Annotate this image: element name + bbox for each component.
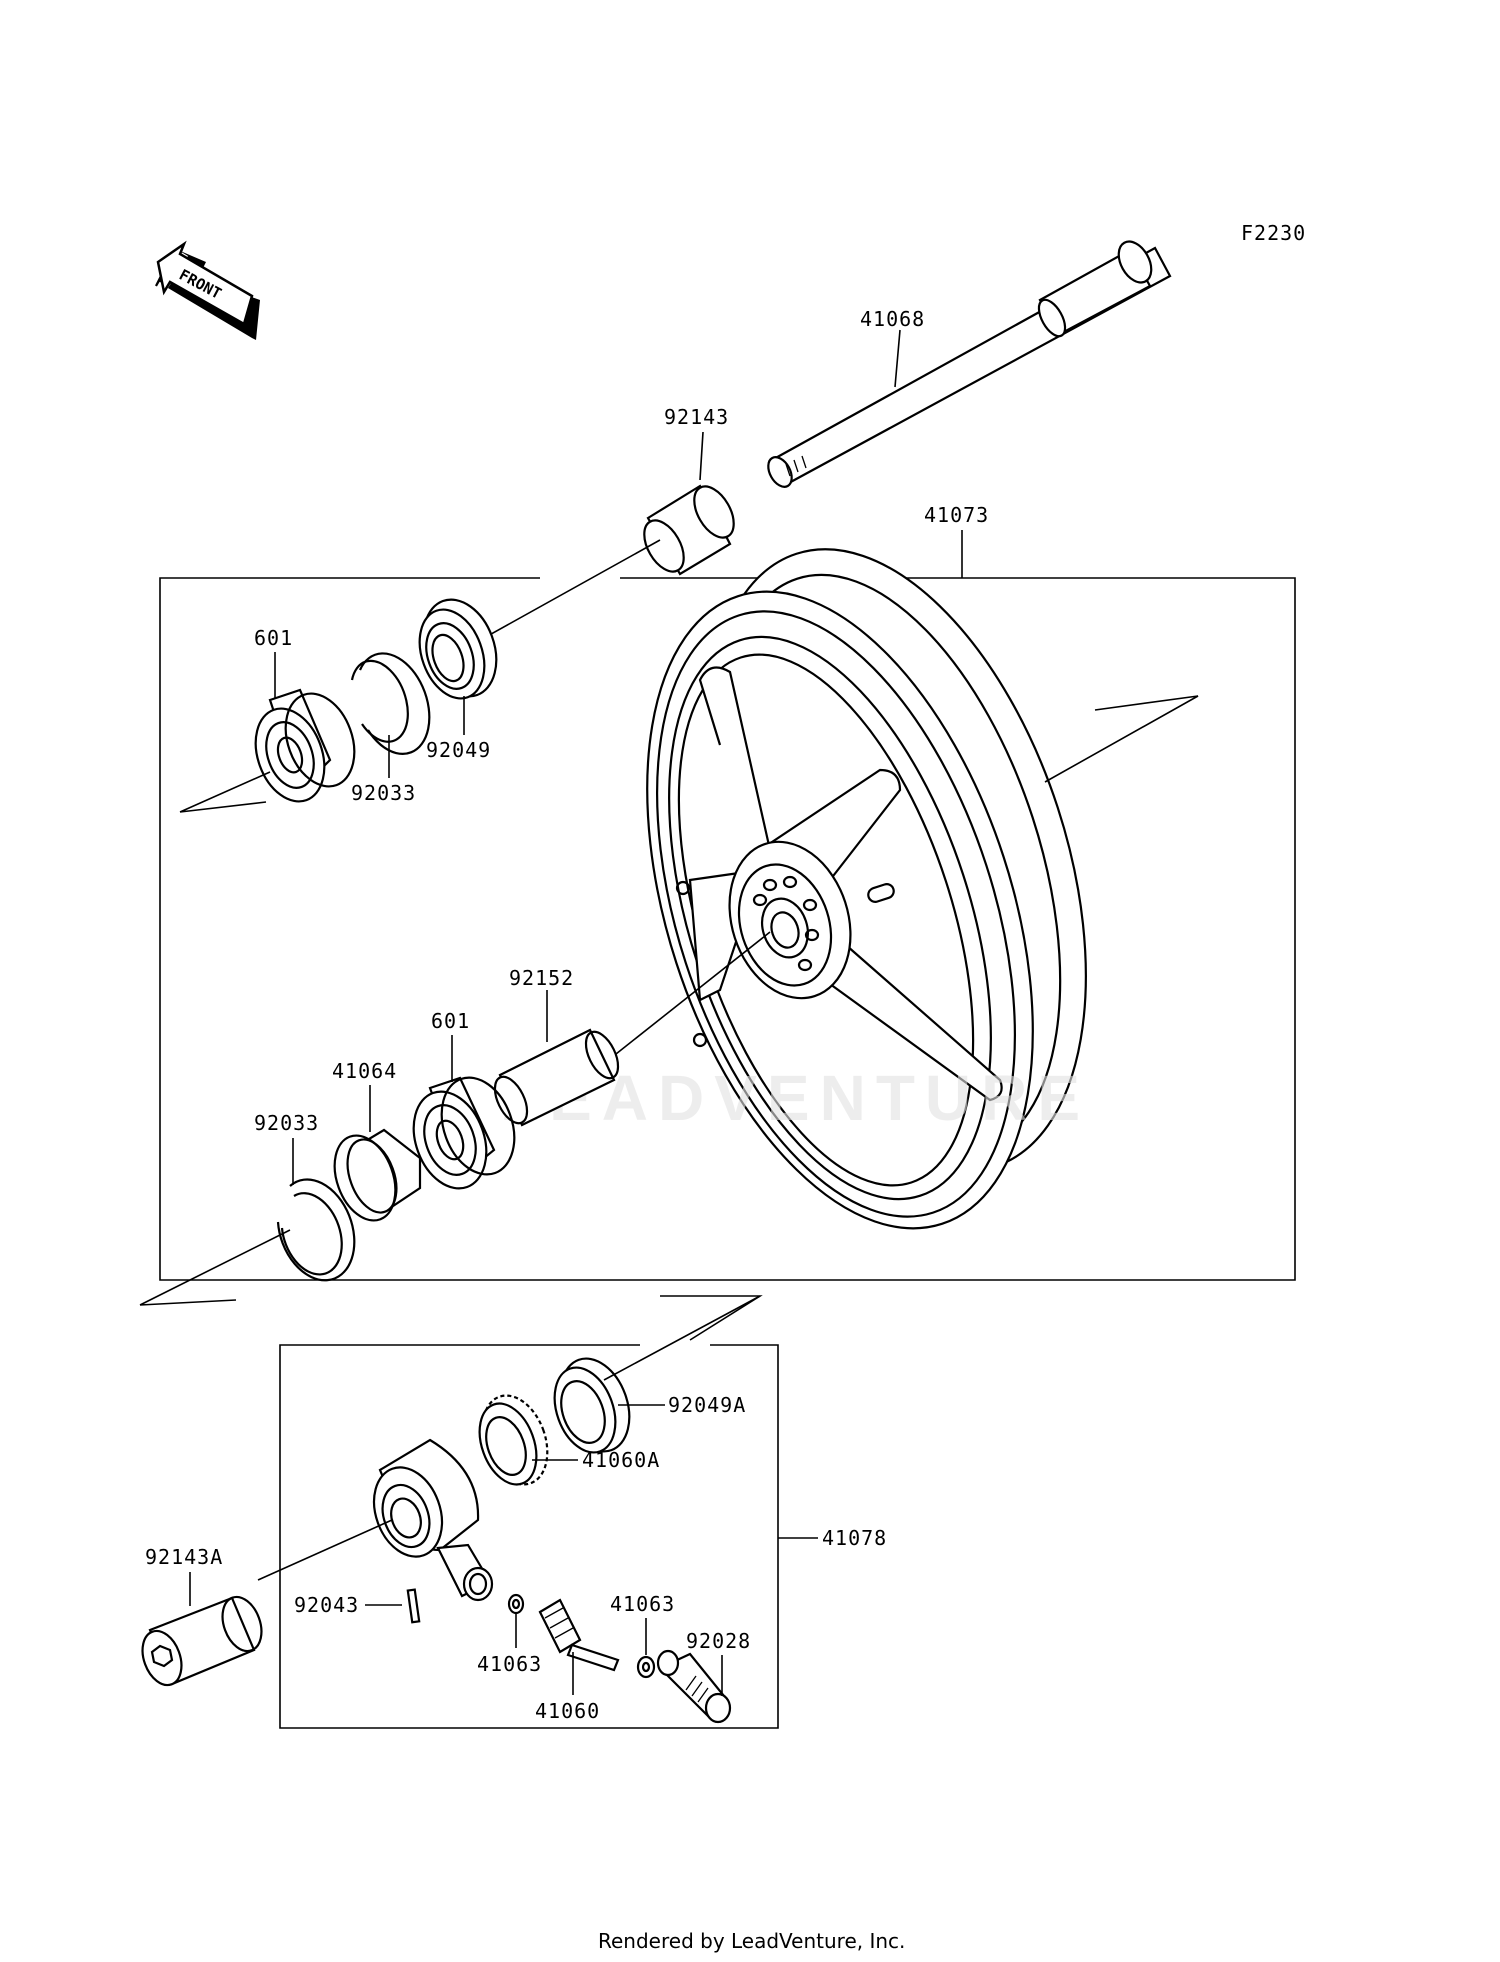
pinion-part [538, 1598, 620, 1672]
bushing-part [656, 1649, 732, 1724]
part-label-92143A: 92143A [145, 1545, 223, 1569]
diagram-code: F2230 [1241, 221, 1306, 245]
gearbox-assembly-frame [279, 1344, 779, 1729]
part-label-41068: 41068 [860, 307, 925, 331]
collar-left-part [141, 1595, 263, 1687]
part-label-41063-right: 41063 [610, 1592, 675, 1616]
part-label-41063-left: 41063 [477, 1652, 542, 1676]
part-label-92049: 92049 [426, 738, 491, 762]
collar-upper-part [643, 484, 735, 576]
oil-seal-upper-part [418, 598, 498, 700]
part-label-92152: 92152 [509, 966, 574, 990]
part-label-41060: 41060 [535, 1699, 600, 1723]
part-label-92033-upper: 92033 [351, 781, 416, 805]
washer-right-part [636, 1655, 656, 1679]
axle-part [767, 240, 1172, 488]
part-label-41060A: 41060A [582, 1448, 660, 1472]
bearing-lower-part [412, 1076, 516, 1190]
collar-center-part [493, 1028, 620, 1127]
circlip-upper-part [350, 652, 431, 755]
part-label-92043: 92043 [294, 1593, 359, 1617]
part-label-92033-lower: 92033 [254, 1111, 319, 1135]
part-label-41073: 41073 [924, 503, 989, 527]
gearbox-housing-part [372, 1438, 494, 1602]
wheel-part [646, 548, 1087, 1230]
part-label-601-lower: 601 [431, 1009, 470, 1033]
washer-left-part [507, 1593, 525, 1615]
part-label-601-upper: 601 [254, 626, 293, 650]
pin-part [406, 1588, 421, 1624]
circlip-lower-part [276, 1178, 356, 1282]
speedo-gear-part [478, 1394, 549, 1486]
footer-credit: Rendered by LeadVenture, Inc. [598, 1929, 905, 1953]
part-label-92049A: 92049A [668, 1393, 746, 1417]
part-label-92143: 92143 [664, 405, 729, 429]
bearing-upper-part [254, 688, 356, 803]
oil-seal-gearbox-part [553, 1357, 631, 1454]
speedo-plate-part [333, 1128, 422, 1222]
part-label-41064: 41064 [332, 1059, 397, 1083]
wheel-assembly-frame [159, 577, 1296, 1281]
part-label-92028: 92028 [686, 1629, 751, 1653]
part-label-41078: 41078 [822, 1526, 887, 1550]
front-arrow-icon: FRONT [155, 240, 260, 340]
